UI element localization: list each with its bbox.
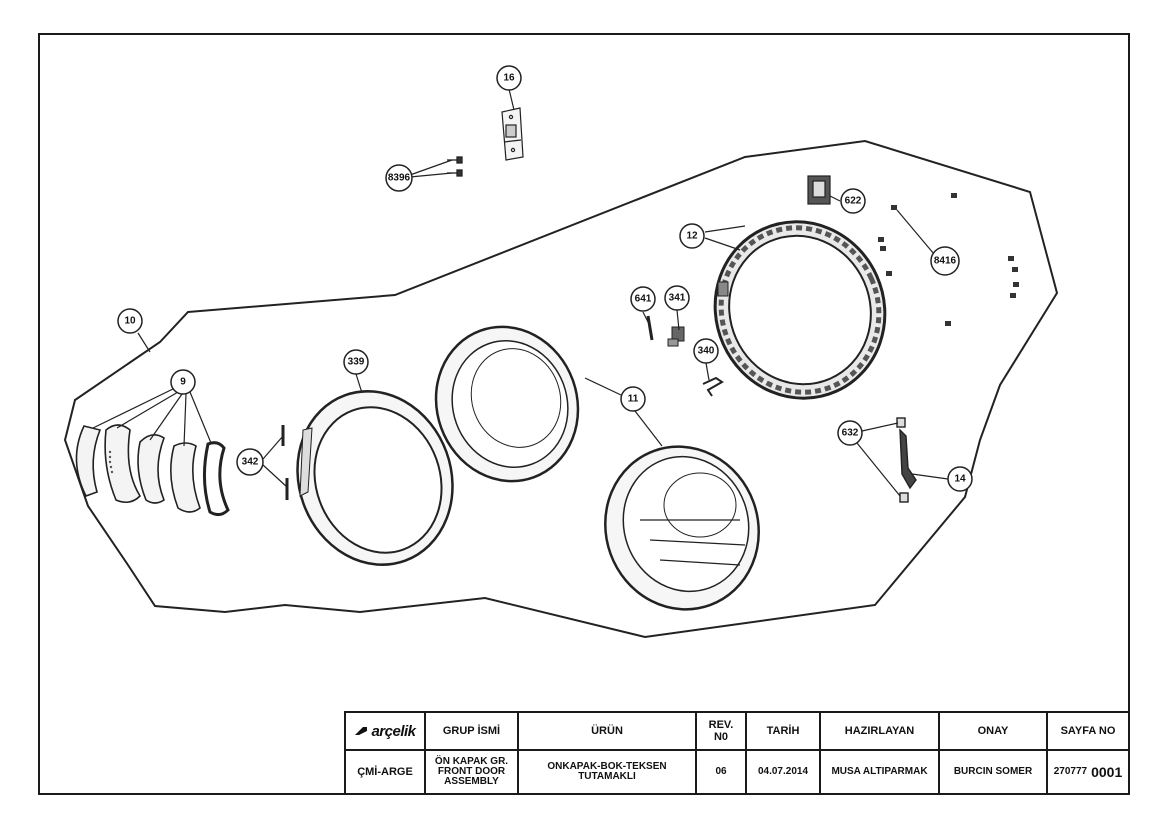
- svg-text:10: 10: [124, 316, 136, 327]
- value-group: ÖN KAPAK GR. FRONT DOOR ASSEMBLY: [426, 751, 517, 793]
- callout-632: 632: [837, 420, 863, 446]
- part-glass-bowl-lower: [604, 445, 760, 611]
- header-product: ÜRÜN: [591, 725, 623, 737]
- callout-341: 341: [664, 285, 690, 311]
- brand-code: ÇMİ-ARGE: [357, 766, 413, 778]
- callout-9: 9: [170, 369, 196, 395]
- header-rev-line1: REV.: [708, 719, 734, 731]
- callout-16: 16: [496, 65, 522, 91]
- callout-14: 14: [947, 466, 973, 492]
- value-group-line2: FRONT DOOR: [437, 766, 506, 777]
- svg-text:641: 641: [635, 294, 652, 305]
- header-approval: ONAY: [977, 725, 1009, 737]
- svg-text:340: 340: [698, 346, 715, 357]
- svg-text:8396: 8396: [388, 173, 411, 184]
- part-glass-bowl-upper: [434, 325, 580, 483]
- part-screws-8416: [878, 193, 1019, 326]
- callout-8396: 8396: [385, 164, 413, 192]
- header-rev: REV. N0: [697, 713, 745, 749]
- part-spring-340: [702, 376, 724, 397]
- arcelik-logo-icon: [355, 727, 368, 735]
- value-product-line1: ONKAPAK-BOK-TEKSEN: [547, 761, 667, 772]
- svg-text:632: 632: [842, 428, 859, 439]
- header-page: SAYFA NO: [1060, 725, 1116, 737]
- part-latch-341: [667, 326, 685, 347]
- header-group: GRUP İSMİ: [442, 725, 501, 737]
- header-rev-line2: N0: [713, 731, 729, 743]
- header-date: TARİH: [766, 725, 800, 737]
- assembly-outline: [63, 139, 1059, 639]
- part-pin-641: [646, 315, 654, 341]
- svg-text:14: 14: [954, 474, 966, 485]
- value-date: 04.07.2014: [757, 766, 809, 777]
- callout-10: 10: [117, 308, 143, 334]
- part-handle-set: [75, 424, 230, 517]
- part-outer-door-ring: [296, 390, 454, 566]
- svg-text:342: 342: [242, 457, 259, 468]
- brand-name: arçelik: [371, 722, 416, 740]
- value-group-line3: ASSEMBLY: [444, 776, 499, 787]
- svg-text:12: 12: [686, 231, 698, 242]
- callout-622: 622: [840, 188, 866, 214]
- part-hinge-bracket: [501, 107, 524, 161]
- callout-339: 339: [343, 349, 369, 375]
- value-page-prefix: 270777: [1053, 766, 1088, 777]
- callout-342: 342: [236, 448, 264, 476]
- value-page-number: 0001: [1091, 764, 1123, 780]
- value-product-line2: TUTAMAKLI: [578, 771, 636, 782]
- callout-641: 641: [630, 286, 656, 312]
- svg-text:11: 11: [628, 394, 639, 405]
- title-block: arçelik GRUP İSMİ ÜRÜN REV. N0 TARİH HAZ…: [344, 711, 1130, 795]
- value-approval: BURCIN SOMER: [953, 766, 1033, 777]
- svg-text:341: 341: [669, 293, 686, 304]
- part-inner-door-frame: [713, 220, 887, 400]
- svg-text:622: 622: [845, 196, 862, 207]
- part-pins-342: [281, 425, 289, 500]
- svg-text:339: 339: [348, 357, 365, 368]
- svg-text:16: 16: [503, 73, 515, 84]
- value-group-line1: ÖN KAPAK GR.: [434, 756, 509, 767]
- value-prepared: MUSA ALTIPARMAK: [831, 766, 928, 777]
- value-product: ONKAPAK-BOK-TEKSEN TUTAMAKLI: [519, 751, 695, 793]
- callout-340: 340: [693, 338, 719, 364]
- callout-12: 12: [679, 223, 705, 249]
- brand-logo: arçelik: [346, 713, 424, 749]
- header-prepared: HAZIRLAYAN: [844, 725, 915, 737]
- leader-lines: [92, 88, 949, 497]
- svg-text:8416: 8416: [934, 256, 957, 267]
- part-hinge-support: [896, 417, 917, 503]
- callout-8416: 8416: [930, 246, 960, 276]
- svg-text:9: 9: [180, 377, 186, 388]
- callout-11: 11: [620, 386, 646, 412]
- callout-bubbles: 16 8396 622 12 8416 641 341 340 10 339 9…: [117, 65, 973, 492]
- value-rev: 06: [715, 766, 727, 777]
- value-page: 270777 0001: [1048, 751, 1128, 793]
- part-clip-622: [807, 175, 831, 205]
